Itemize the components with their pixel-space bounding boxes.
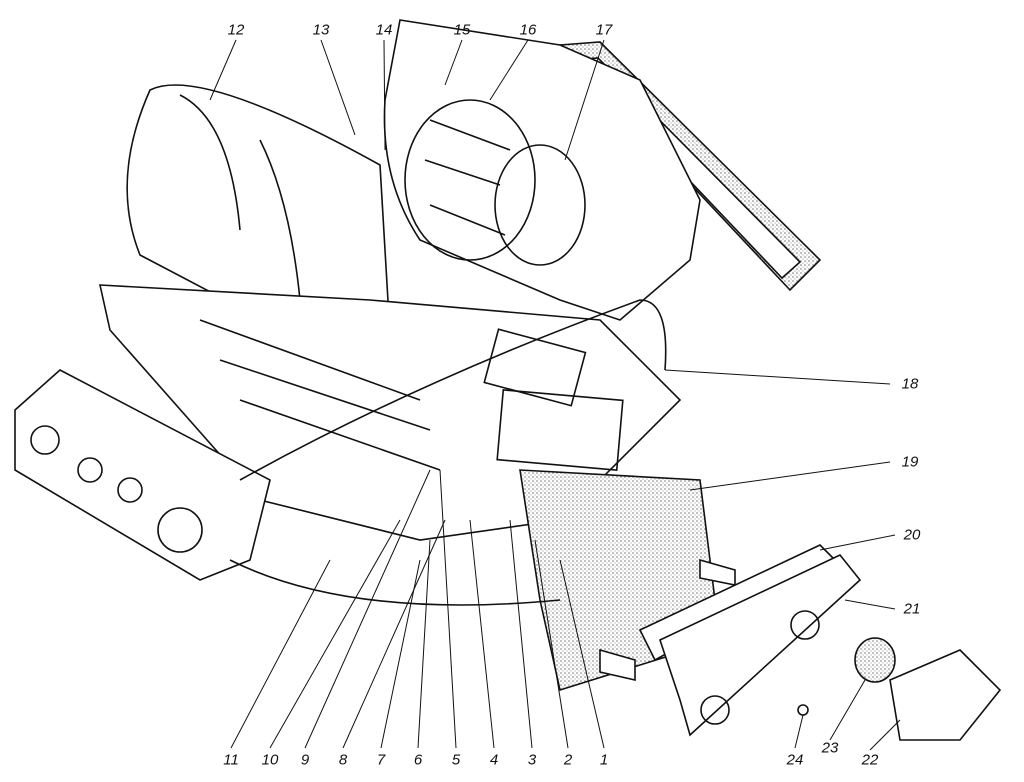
callout-2: 2 [563,751,573,769]
blower-housing [383,19,701,321]
callout-22: 22 [861,751,879,769]
callout-20: 20 [903,526,921,544]
callout-23: 23 [821,739,839,757]
callout-16: 16 [519,21,537,39]
control-cable [239,299,667,481]
callout-12: 12 [227,21,245,39]
callout-8: 8 [338,751,348,769]
callout-11: 11 [223,751,239,769]
gasket-cover [638,544,862,737]
callout-15: 15 [453,21,471,39]
tap-assembly [797,637,1002,741]
callout-24: 24 [786,751,804,769]
callout-7: 7 [376,751,386,769]
callout-14: 14 [375,21,393,39]
callout-9: 9 [300,751,310,769]
callout-3: 3 [527,751,537,769]
callout-5: 5 [451,751,461,769]
control-cable-lower [229,559,561,606]
callout-19: 19 [901,453,919,471]
callout-4: 4 [489,751,499,769]
leader-lines [209,39,901,751]
callout-21: 21 [903,600,921,618]
callout-17: 17 [595,21,613,39]
callout-10: 10 [261,751,279,769]
control-panel [14,369,271,581]
callout-6: 6 [413,751,423,769]
callout-1: 1 [599,751,609,769]
callout-18: 18 [901,375,919,393]
callout-13: 13 [312,21,330,39]
